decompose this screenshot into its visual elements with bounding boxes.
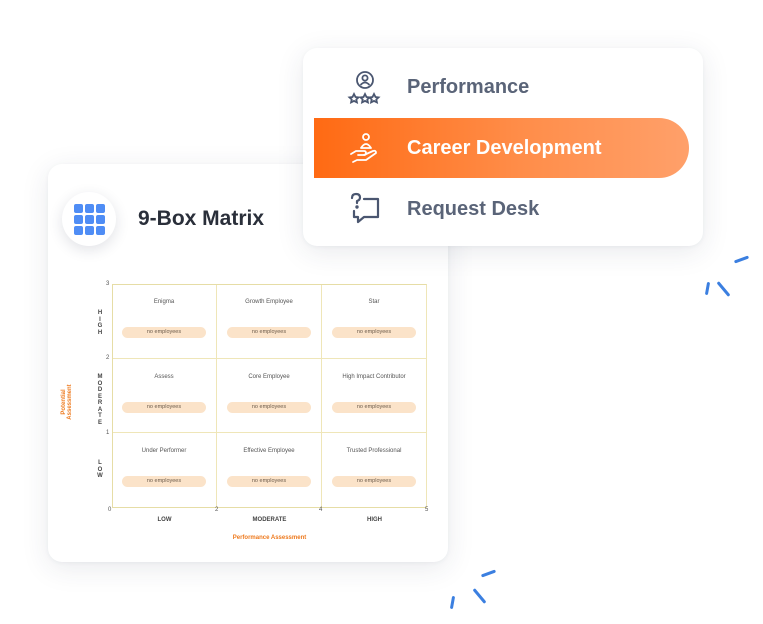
x-tick: 2 [215, 507, 219, 513]
matrix-cell[interactable]: Trusted Professional no employees [322, 433, 427, 508]
x-band-label: LOW [157, 517, 172, 523]
hand-growth-icon [347, 130, 383, 166]
matrix-cell-label: Trusted Professional [346, 448, 402, 455]
matrix-cell[interactable]: Star no employees [322, 284, 427, 359]
x-axis-title: Performance Assessment [232, 535, 307, 541]
employee-count-pill[interactable]: no employees [332, 476, 416, 488]
menu-item-performance[interactable]: Performance [314, 57, 689, 117]
y-tick: 0 [108, 507, 112, 513]
module-menu-card: Performance Career Development Request D… [303, 48, 703, 246]
employee-count-pill[interactable]: no employees [122, 476, 206, 488]
matrix-cell-label: Core Employee [248, 373, 290, 380]
matrix-cell[interactable]: Effective Employee no employees [217, 433, 322, 508]
y-tick: 3 [106, 281, 110, 287]
employee-count-pill[interactable]: no employees [332, 401, 416, 413]
y-tick: 1 [106, 430, 110, 436]
sparkle-decoration [480, 569, 497, 578]
employee-count-pill[interactable]: no employees [122, 327, 206, 338]
matrix-grid: Enigma no employees Growth Employee no empl… [112, 284, 427, 508]
x-tick: 5 [425, 507, 429, 513]
sparkle-decoration [704, 281, 711, 296]
matrix-title: 9-Box Matrix [138, 207, 265, 230]
matrix-cell-label: High Impact Contributor [342, 373, 406, 380]
employee-count-pill[interactable]: no employees [227, 327, 311, 338]
matrix-cell[interactable]: Growth Employee no employees [217, 284, 322, 359]
sparkle-decoration [716, 281, 731, 297]
employee-count-pill[interactable]: no employees [227, 476, 311, 488]
matrix-badge [62, 192, 116, 246]
employee-count-pill[interactable]: no employees [227, 401, 311, 413]
matrix-cell-label: Assess [154, 373, 174, 380]
matrix-cell[interactable]: High Impact Contributor no employees [322, 358, 427, 434]
menu-item-request-desk[interactable]: Request Desk [314, 179, 689, 239]
matrix-cell[interactable]: Under Performer no employees [112, 433, 217, 508]
sparkle-decoration [733, 255, 750, 264]
matrix-cell[interactable]: Core Employee no employees [217, 358, 322, 434]
y-axis-title: Potential Assessment [61, 384, 73, 420]
x-tick: 4 [319, 507, 323, 513]
employee-count-pill[interactable]: no employees [122, 401, 206, 413]
matrix-cell-label: Growth Employee [245, 299, 293, 305]
grid-icon [73, 203, 105, 235]
matrix-cell-label: Under Performer [141, 448, 187, 455]
menu-item-career-development[interactable]: Career Development [314, 118, 689, 178]
question-chat-icon [347, 191, 383, 227]
matrix-cell-label: Effective Employee [243, 448, 295, 455]
matrix-cell[interactable]: Assess no employees [112, 358, 217, 434]
award-user-icon [347, 69, 383, 105]
matrix-cell-label: Enigma [153, 299, 175, 305]
matrix-cell[interactable]: Enigma no employees [112, 284, 217, 359]
employee-count-pill[interactable]: no employees [332, 327, 416, 338]
menu-item-label: Performance [407, 75, 530, 98]
x-band-label: MODERATE [252, 517, 287, 523]
x-band-label: HIGH [367, 517, 382, 523]
menu-item-label: Request Desk [407, 197, 540, 220]
sparkle-decoration [472, 588, 487, 604]
menu-item-label: Career Development [407, 136, 602, 159]
sparkle-decoration [449, 595, 456, 610]
matrix-cell-label: Star [368, 299, 380, 305]
y-tick: 2 [106, 355, 110, 361]
